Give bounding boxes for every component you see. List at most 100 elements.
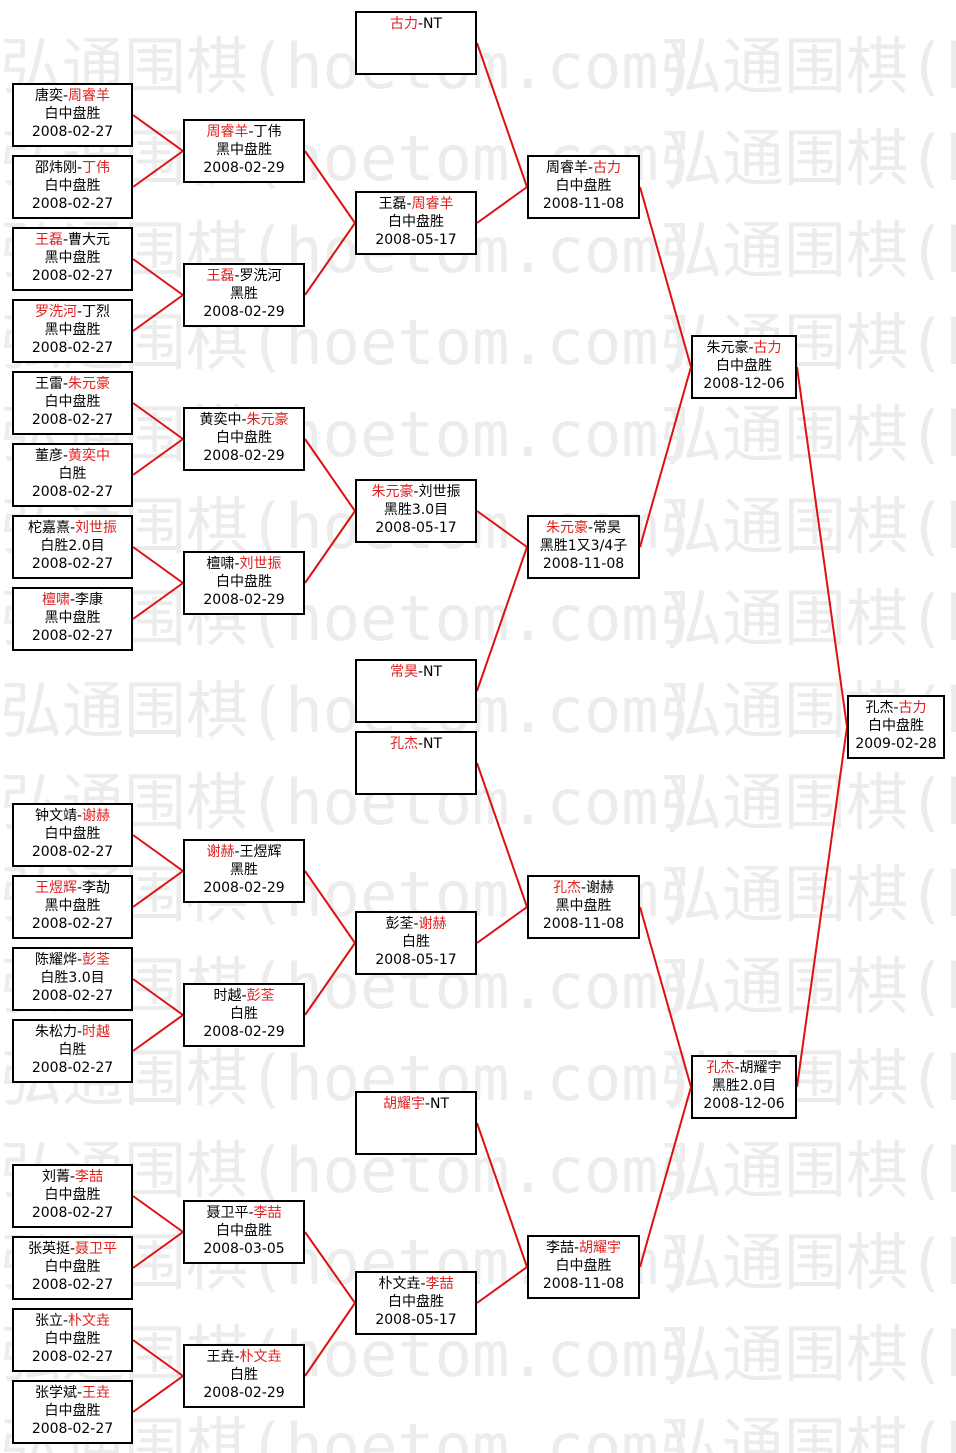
connector-r1_1 xyxy=(132,114,184,152)
match-result: 白胜 xyxy=(58,466,87,482)
match-date: 2008-02-27 xyxy=(31,340,114,356)
player-separator: - xyxy=(62,88,69,104)
connector-r4_3 xyxy=(639,906,692,1088)
match-players: 胡耀宇-NT xyxy=(357,1095,475,1113)
match-date: 2008-02-29 xyxy=(203,1024,285,1040)
match-players: 聂卫平-李喆 xyxy=(185,1204,303,1222)
connector-r2_1 xyxy=(304,150,356,224)
match-players: 陈耀烨-彭荃 xyxy=(14,951,131,969)
black-player: 黄奕中 xyxy=(199,412,242,428)
match-date: 2008-05-17 xyxy=(375,520,457,536)
connector-r2_8 xyxy=(304,1302,356,1377)
black-player: 孔杰 xyxy=(552,880,581,896)
player-separator: - xyxy=(734,1060,740,1076)
match-date: 2008-05-17 xyxy=(375,1312,457,1328)
black-player: 时越 xyxy=(213,988,242,1004)
player-separator: - xyxy=(413,916,419,932)
black-player: 孔杰 xyxy=(865,700,894,716)
player-separator: - xyxy=(241,988,247,1004)
match-box-r1_7: 柁嘉熹-刘世振白胜2.0目 2008-02-27 xyxy=(12,515,133,579)
white-player: 罗洗河 xyxy=(239,268,282,284)
black-player: 周睿羊 xyxy=(206,124,249,140)
match-result: 白中盘胜 xyxy=(44,178,101,194)
match-players: 柁嘉熹-刘世振 xyxy=(14,519,131,537)
white-player: 古力 xyxy=(898,700,927,716)
match-date: 2008-11-08 xyxy=(542,916,625,932)
match-players: 刘菁-李喆 xyxy=(14,1168,131,1186)
match-date: 2008-02-27 xyxy=(31,268,114,284)
white-player: 时越 xyxy=(82,1024,111,1040)
match-players: 张立-朴文垚 xyxy=(14,1312,131,1330)
connector-r1_13 xyxy=(132,1195,184,1233)
match-players: 钟文靖-谢赫 xyxy=(14,807,131,825)
match-players: 孔杰-谢赫 xyxy=(529,879,638,897)
player-separator: - xyxy=(248,1205,254,1221)
match-result: 白胜 xyxy=(230,1367,258,1383)
match-players: 时越-彭荃 xyxy=(185,987,303,1005)
black-player: 张英挺 xyxy=(27,1241,70,1257)
player-separator: - xyxy=(62,448,69,464)
white-player: 丁伟 xyxy=(253,124,282,140)
black-player: 聂卫平 xyxy=(206,1205,249,1221)
player-separator: - xyxy=(69,592,76,608)
connector-r5_2 xyxy=(796,726,848,1088)
match-result: 白中盘胜 xyxy=(216,1223,272,1239)
black-player: 钟文靖 xyxy=(34,808,77,824)
black-player: 王垚 xyxy=(206,1349,235,1365)
match-result: 白中盘胜 xyxy=(555,1258,612,1274)
white-player: NT xyxy=(423,664,443,680)
player-separator: - xyxy=(406,196,412,212)
black-player: 周睿羊 xyxy=(545,160,588,176)
black-player: 朱元豪 xyxy=(545,520,588,536)
black-player: 谢赫 xyxy=(206,844,235,860)
match-date: 2008-02-27 xyxy=(31,556,114,572)
connector-r1_8 xyxy=(132,582,184,620)
player-separator: - xyxy=(62,232,69,248)
player-separator: - xyxy=(76,1385,83,1401)
match-result: 白中盘胜 xyxy=(44,1403,101,1419)
match-players: 张学斌-王垚 xyxy=(14,1384,131,1402)
match-players: 孔杰-NT xyxy=(357,735,475,753)
watermark-text: 弘通围棋(hoetom.com) xyxy=(660,490,956,563)
match-players: 孔杰-胡耀宇 xyxy=(693,1059,795,1077)
player-separator: - xyxy=(234,844,240,860)
connector-r3_8 xyxy=(476,1266,528,1304)
match-result: 白中盘胜 xyxy=(716,358,772,374)
player-separator: - xyxy=(69,1169,76,1185)
black-player: 柁嘉熹 xyxy=(27,520,70,536)
watermark-text: 弘通围棋(hoetom.com) xyxy=(660,1410,956,1453)
match-players: 张英挺-聂卫平 xyxy=(14,1240,131,1258)
connector-r1_11 xyxy=(132,978,184,1016)
connector-r3_1 xyxy=(476,42,528,188)
match-players: 唐奕-周睿羊 xyxy=(14,87,131,105)
connector-r2_5 xyxy=(304,870,356,944)
player-separator: - xyxy=(62,376,69,392)
connector-r1_7 xyxy=(132,546,184,584)
match-result: 白胜2.0目 xyxy=(40,538,105,554)
white-player: 谢赫 xyxy=(586,880,615,896)
black-player: 胡耀宇 xyxy=(382,1096,425,1112)
player-separator: - xyxy=(587,520,594,536)
black-player: 王磊 xyxy=(378,196,407,212)
watermark-text: 弘通围棋(hoetom.com) xyxy=(660,122,956,195)
player-separator: - xyxy=(424,1096,431,1112)
black-player: 王煜辉 xyxy=(34,880,77,896)
match-date: 2008-02-27 xyxy=(31,1205,114,1221)
white-player: 朱元豪 xyxy=(68,376,111,392)
black-player: 王雷 xyxy=(34,376,63,392)
white-player: 丁烈 xyxy=(82,304,111,320)
match-box-r3_1: 古力-NT xyxy=(355,11,477,75)
match-result: 黑中盘胜 xyxy=(216,142,272,158)
black-player: 朱元豪 xyxy=(371,484,414,500)
match-players: 古力-NT xyxy=(357,15,475,33)
white-player: 李喆 xyxy=(253,1205,282,1221)
connector-r1_16 xyxy=(132,1375,184,1413)
match-date: 2008-02-29 xyxy=(203,880,285,896)
player-separator: - xyxy=(69,520,76,536)
